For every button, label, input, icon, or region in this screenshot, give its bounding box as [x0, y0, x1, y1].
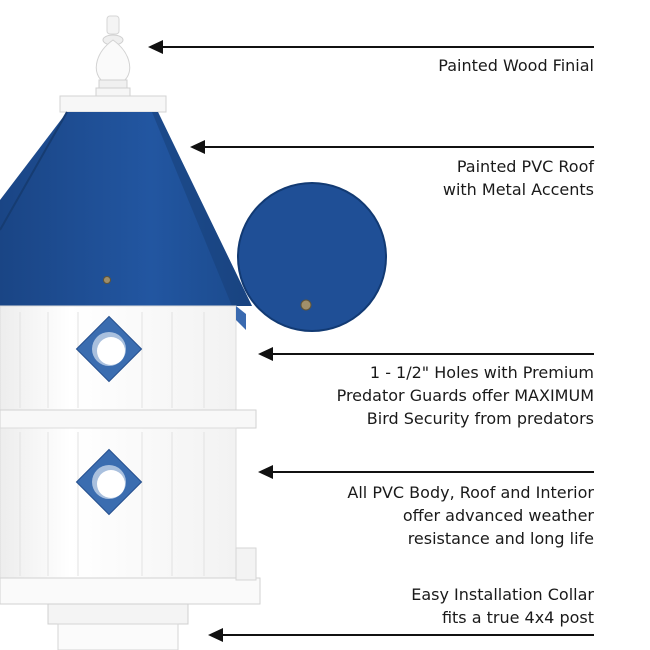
callout-body: All PVC Body, Roof and Interior offer ad… — [347, 481, 594, 550]
callout-line: with Metal Accents — [442, 180, 594, 199]
callout-line: 1 - 1/2" Holes with Premium — [369, 363, 594, 382]
base-trim — [0, 577, 261, 605]
callout-finial: Painted Wood Finial — [438, 54, 594, 77]
callout-line: Easy Installation Collar — [411, 585, 594, 604]
callout-roof: Painted PVC Roof with Metal Accents — [443, 155, 594, 201]
roof-detail-zoom — [237, 182, 387, 332]
callout-line: Painted Wood Finial — [438, 56, 594, 75]
pvc-roof — [0, 111, 252, 306]
predator-guard-upper — [75, 315, 143, 383]
callout-line: Predator Guards offer MAXIMUM — [336, 386, 594, 405]
arrow-roof — [190, 140, 594, 154]
arrow-finial — [148, 40, 594, 54]
upper-body — [0, 305, 246, 412]
callout-collar: Easy Installation Collar fits a true 4x4… — [411, 583, 594, 629]
callout-line: fits a true 4x4 post — [441, 608, 594, 627]
callout-line: resistance and long life — [407, 529, 594, 548]
arrow-collar — [208, 628, 594, 642]
callout-holes: 1 - 1/2" Holes with Premium Predator Gua… — [337, 361, 594, 430]
roof-screw-icon — [103, 276, 111, 284]
callout-line: Painted PVC Roof — [456, 157, 594, 176]
arrow-body — [258, 465, 594, 479]
detail-screw-icon — [300, 299, 312, 311]
post — [57, 623, 179, 650]
mid-collar — [0, 409, 257, 429]
roof-cap — [59, 95, 167, 113]
wood-finial — [95, 15, 131, 97]
callout-line: Bird Security from predators — [366, 409, 594, 428]
installation-collar — [47, 603, 189, 625]
callout-line: offer advanced weather — [402, 506, 594, 525]
predator-guard-lower — [75, 448, 143, 516]
arrow-holes — [258, 347, 594, 361]
callout-line: All PVC Body, Roof and Interior — [347, 483, 594, 502]
